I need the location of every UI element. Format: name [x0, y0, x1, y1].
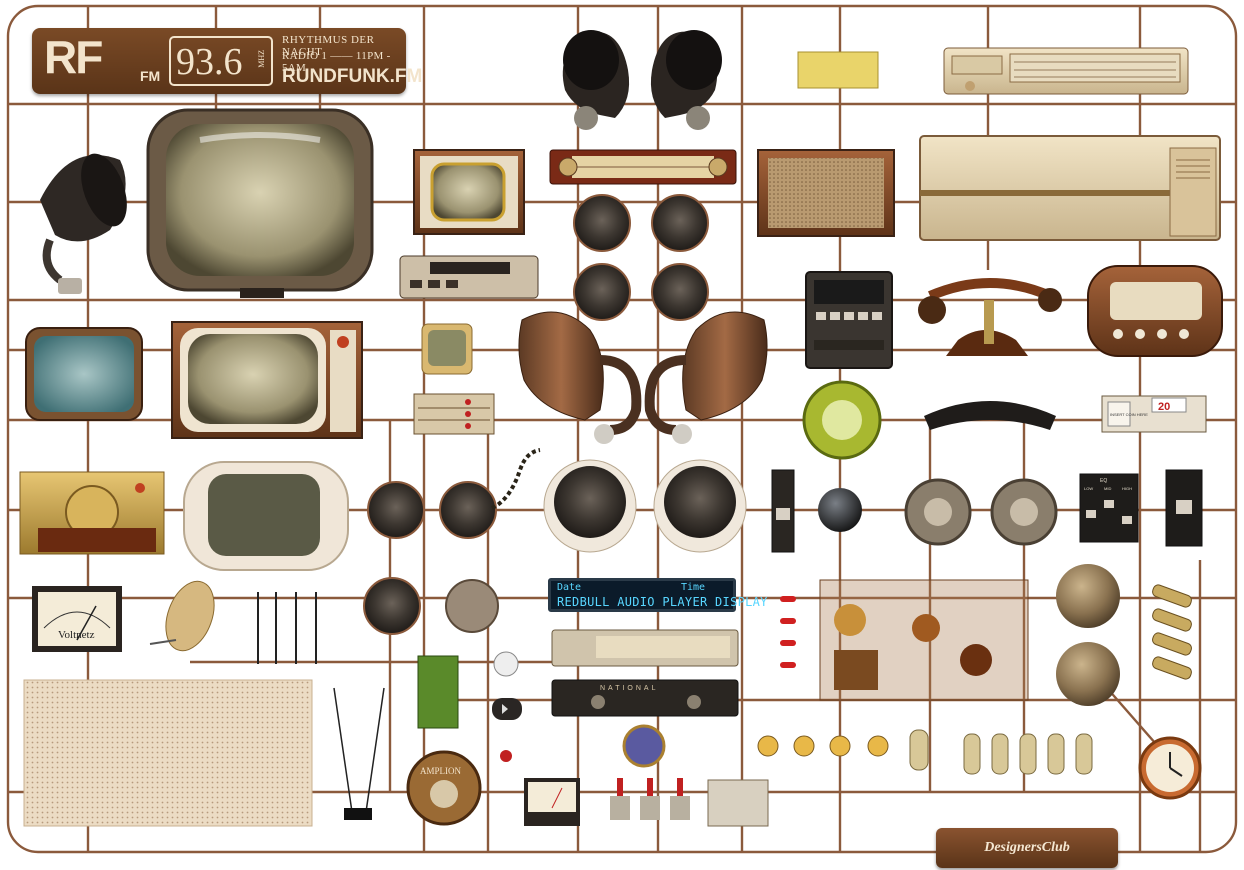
red-connectors [780, 596, 796, 668]
website: RUNDFUNK.FM [282, 66, 423, 87]
television-large [146, 108, 374, 298]
test-probes [257, 592, 317, 664]
cassette-deck [399, 255, 539, 299]
mini-monitor [421, 323, 473, 375]
speaker-drivers-center [573, 194, 709, 321]
metal-sphere-bottom [1056, 642, 1120, 706]
eq-low: LOW [1084, 486, 1093, 491]
antique-telephone [918, 278, 1062, 356]
led-red [500, 750, 512, 762]
volume-fader-panel [1165, 469, 1203, 547]
designers-club-badge: DesignersClub [936, 828, 1118, 868]
equalizer-panel: EQ LOW MID HIGH [1079, 473, 1139, 543]
radio-silver [551, 629, 739, 667]
voltmeter-label: Voltnetz [58, 629, 95, 641]
amplion-label: AMPLION [420, 766, 462, 776]
eq-high: HIGH [1122, 486, 1132, 491]
lcd-text: REDBULL AUDIO PLAYER DISPLAY [557, 595, 768, 609]
lcd-date-label: Date [557, 582, 582, 593]
circuit-board-small [417, 655, 459, 729]
horn-speaker-wood-left [518, 311, 642, 444]
volume-knob [493, 651, 519, 677]
car-radio-top [943, 47, 1189, 95]
telephone-handset [924, 401, 1056, 430]
logo-brand-suffix: FM [140, 68, 161, 84]
radio-national-label: NATIONAL [600, 685, 659, 692]
rotary-dial-green [802, 380, 882, 460]
lcd-time-label: Time [681, 582, 706, 593]
satellite-dish [149, 580, 215, 652]
radio-tuner-strip [549, 149, 737, 185]
gramophone-left [40, 153, 127, 294]
radio-gold [19, 471, 165, 555]
amplion-badge: AMPLION [406, 750, 482, 826]
circuit-assembly [819, 579, 1029, 701]
globe [818, 488, 862, 532]
radio-wood-rounded [1087, 265, 1223, 357]
horn-speaker-right [650, 30, 722, 130]
radio-cabinet-beige [919, 135, 1221, 241]
television-console [171, 321, 363, 439]
television-small-wood [413, 149, 525, 235]
metal-sphere-top [1056, 564, 1120, 628]
rabbit-ear-antenna [333, 687, 385, 820]
toggle-switches [610, 778, 690, 820]
speaker-cabinet [757, 149, 895, 237]
analog-meter [524, 778, 580, 826]
yellow-part [797, 51, 879, 89]
coin-box-number: 20 [1158, 401, 1170, 413]
eq-label: EQ [1100, 478, 1107, 484]
radio-national: NATIONAL [551, 679, 739, 717]
switch-panel [413, 393, 495, 435]
vacuum-tubes [909, 729, 1093, 775]
globe-colored [622, 724, 666, 768]
logo-brand: RF [44, 31, 103, 83]
speaker-metal-pair [904, 478, 1058, 546]
fader-slider [771, 469, 795, 553]
program-schedule: RADIO 1 —— 11PM - 5AM [282, 50, 391, 74]
play-icon [502, 704, 508, 714]
frequency-box: 93.6 MHZ [169, 36, 273, 86]
program-title: RHYTHMUS DER NACHT [282, 34, 375, 58]
coiled-cable [491, 448, 541, 510]
horn-speaker-wood-right [644, 311, 768, 444]
eq-mid: MID [1104, 486, 1111, 491]
speaker-drivers-left [363, 481, 499, 635]
frequency: 93.6 [176, 41, 243, 83]
lcd-display: Date Time REDBULL AUDIO PLAYER DISPLAY [548, 578, 767, 612]
indicator-bulbs [757, 735, 889, 757]
sphere-speakers [543, 459, 747, 553]
jack-plugs [1152, 584, 1192, 680]
clock-radio [805, 271, 893, 369]
badge-text: DesignersClub [984, 840, 1070, 855]
wall-clock [1138, 736, 1202, 800]
television-white-round [183, 461, 349, 571]
coin-box: 20 INSERT COIN HERE [1101, 395, 1207, 433]
coin-box-label: INSERT COIN HERE [1110, 412, 1148, 417]
television-portable-blue [25, 327, 143, 421]
voltmeter: Voltnetz [32, 586, 122, 652]
horn-speaker-left [562, 30, 630, 130]
perforated-board [23, 679, 313, 827]
vent-plate [707, 779, 769, 827]
station-logo: RF FM 93.6 MHZ RHYTHMUS DER NACHT RADIO … [32, 28, 422, 94]
frequency-unit: MHZ [257, 50, 266, 68]
